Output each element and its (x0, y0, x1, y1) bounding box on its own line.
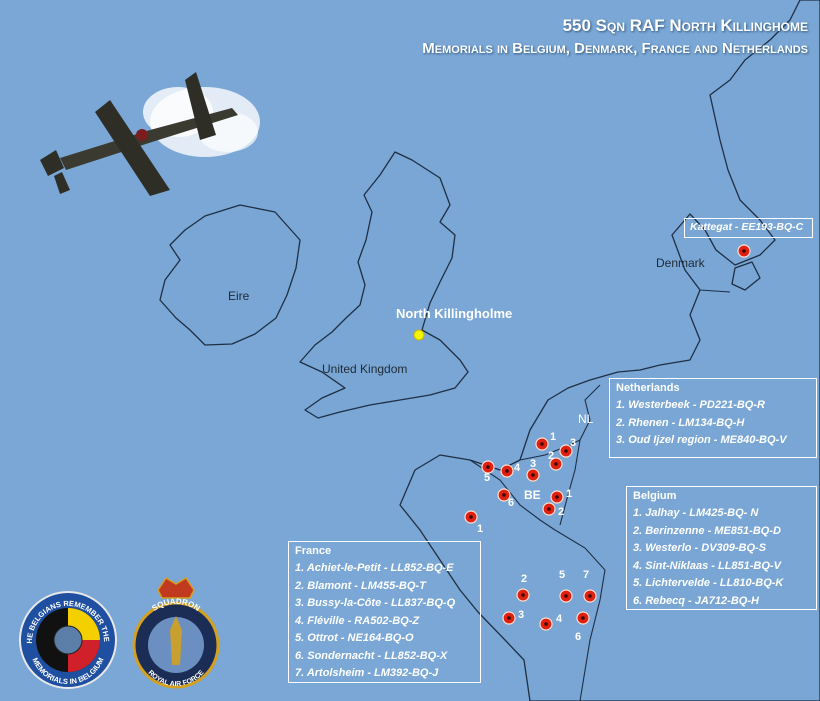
ireland-outline (159, 204, 301, 346)
danish-islands-outline (731, 261, 761, 291)
france-heading: France (295, 545, 332, 557)
marker-number-fr-6: 6 (575, 631, 582, 643)
marker-number-fr-5: 5 (559, 569, 566, 581)
belgium-item: 1. Jalhay - LM425-BQ- N (633, 507, 759, 519)
marker-number-fr-2: 2 (521, 573, 528, 585)
marker-number-be-1: 1 (566, 488, 573, 500)
label-nl: NL (578, 412, 594, 426)
map-title: 550 Sqn RAF North Killinghome (562, 16, 808, 35)
label-united-kingdom: United Kingdom (322, 362, 408, 376)
france-item: 7. Artolsheim - LM392-BQ-J (295, 667, 439, 679)
marker-number-fr-7: 7 (583, 569, 590, 581)
belgium-item: 4. Sint-Niklaas - LL851-BQ-V (633, 559, 781, 572)
marker-number-nl-1: 1 (550, 431, 557, 443)
nl-de-border (579, 384, 601, 441)
belgium-legend-box: Belgium 1. Jalhay - LM425-BQ- N 2. Berin… (626, 486, 817, 610)
belgium-item: 3. Westerlo - DV309-BQ-S (633, 542, 767, 554)
netherlands-legend-box: Netherlands 1. Westerbeek - PD221-BQ-R 2… (609, 378, 817, 458)
netherlands-item: 2. Rhenen - LM134-BQ-H (616, 416, 745, 429)
france-item: 3. Bussy-la-Côte - LL837-BQ-Q (295, 597, 456, 609)
marker-number-be-3: 3 (530, 458, 537, 470)
memorial-markers (464, 244, 751, 631)
label-eire: Eire (228, 289, 250, 303)
marker-number-fr-1: 1 (477, 523, 484, 535)
nl-be-border (519, 439, 581, 461)
marker-number-fr-4: 4 (556, 613, 563, 625)
marker-number-be-6: 6 (508, 497, 515, 509)
belgium-heading: Belgium (633, 490, 677, 502)
belgium-item: 6. Rebecq - JA712-BQ-H (633, 594, 759, 607)
marker-number-be-5: 5 (484, 472, 491, 484)
france-item: 5. Ottrot - NE164-BQ-O (295, 632, 414, 644)
belgium-item: 2. Berinzenne - ME851-BQ-D (633, 524, 781, 537)
mainland-europe-outline (399, 0, 820, 701)
north-killingholme-marker (413, 329, 425, 341)
map-subtitle: Memorials in Belgium, Denmark, France an… (422, 40, 808, 57)
label-denmark: Denmark (656, 256, 705, 270)
france-item: 6. Sondernacht - LL852-BQ-X (295, 649, 448, 662)
marker-number-nl-3: 3 (570, 437, 577, 449)
label-be: BE (524, 488, 541, 502)
kattegat-legend-box: Kattegat - EE193-BQ-C (684, 218, 813, 238)
france-item: 2. Blamont - LM455-BQ-T (295, 579, 426, 592)
label-north-killingholme: North Killingholme (396, 306, 513, 321)
marker-number-be-2: 2 (558, 506, 565, 518)
be-fr-border (469, 459, 556, 531)
netherlands-item: 3. Oud Ijzel region - ME840-BQ-V (616, 434, 787, 446)
fr-de-border (554, 529, 606, 701)
marker-number-nl-2: 2 (548, 450, 555, 462)
netherlands-item: 1. Westerbeek - PD221-BQ-R (616, 399, 765, 411)
dk-de-border (699, 289, 731, 293)
france-item: 1. Achiet-le-Petit - LL852-BQ-E (295, 562, 454, 574)
belgium-item: 5. Lichtervelde - LL810-BQ-K (633, 577, 784, 589)
squadron-crest-badge: SQUADRON ROYAL AIR FORCE (132, 576, 220, 689)
great-britain-outline (299, 151, 469, 419)
marker-number-be-4: 4 (514, 462, 521, 474)
france-legend-box: France 1. Achiet-le-Petit - LL852-BQ-E 2… (288, 541, 481, 683)
france-item: 4. Fléville - RA502-BQ-Z (295, 614, 420, 627)
marker-number-fr-3: 3 (518, 609, 525, 621)
lancaster-bomber-image (40, 72, 260, 196)
netherlands-heading: Netherlands (616, 382, 680, 394)
be-de-border (559, 439, 581, 526)
